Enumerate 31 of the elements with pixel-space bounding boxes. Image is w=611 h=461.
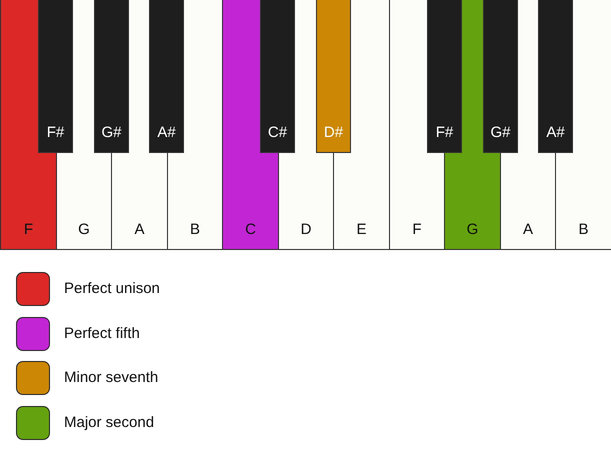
note-name: F#: [436, 124, 454, 141]
piano-key: [538, 0, 573, 153]
note-name: F: [412, 221, 422, 238]
legend-label: Minor seventh: [64, 369, 158, 387]
note-name: A#: [157, 124, 176, 141]
piano-key: [260, 0, 295, 153]
note-name: G#: [101, 124, 122, 141]
note-name: D: [300, 221, 312, 238]
legend-label: Perfect fifth: [64, 325, 140, 343]
note-name: D#: [324, 124, 344, 141]
note-name: B: [190, 221, 200, 238]
note-name: G: [78, 221, 90, 238]
note-name: C: [245, 221, 256, 238]
piano-key: [483, 0, 518, 153]
legend-label: Perfect unison: [64, 280, 160, 298]
note-name: C#: [268, 124, 288, 141]
note-name: F: [24, 221, 34, 238]
note-name: A#: [546, 124, 565, 141]
legend-label: Major second: [64, 414, 154, 432]
note-name: F#: [46, 124, 64, 141]
note-name: E: [356, 221, 366, 238]
note-name: G: [466, 221, 478, 238]
note-name: B: [578, 221, 588, 238]
piano-key: [94, 0, 129, 153]
note-name: A: [134, 221, 144, 238]
piano-key: [38, 0, 73, 153]
note-name: A: [522, 221, 533, 238]
note-name: G#: [490, 124, 510, 141]
piano-key: [316, 0, 351, 153]
piano-key: [149, 0, 184, 153]
piano-key: [427, 0, 462, 153]
